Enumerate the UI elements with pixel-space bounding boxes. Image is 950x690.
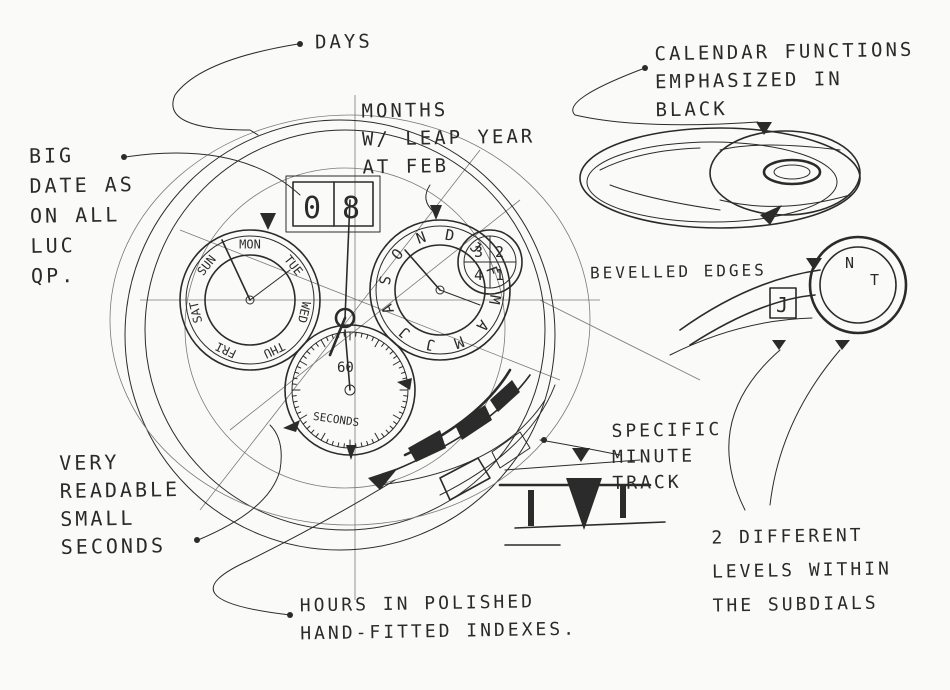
leap-digit-1: 3 bbox=[474, 243, 483, 261]
calendar-functions-annotation: CALENDAR FUNCTIONS EMPHASIZED IN BLACK bbox=[654, 38, 915, 122]
seconds-tick bbox=[310, 346, 315, 351]
seconds-tick bbox=[392, 414, 401, 420]
seconds-tick bbox=[398, 365, 404, 369]
seconds-tick bbox=[331, 440, 334, 446]
seconds-tick bbox=[403, 383, 409, 385]
seconds-subdial: 60 SECONDS bbox=[283, 324, 416, 460]
detail-letter-n: N bbox=[845, 254, 854, 272]
leap-digit-4: 1 bbox=[495, 266, 504, 284]
seconds-tick bbox=[393, 421, 398, 425]
seconds-tick bbox=[294, 406, 300, 409]
leader-lines bbox=[121, 41, 841, 618]
seconds-tick bbox=[306, 350, 311, 355]
month-letter-5: M bbox=[485, 294, 504, 306]
seconds-tick bbox=[389, 425, 394, 430]
minute-track-detail bbox=[498, 448, 666, 546]
seconds-tick bbox=[402, 400, 408, 403]
day-label-0: MON bbox=[239, 238, 261, 252]
leap-digit-2: 2 bbox=[495, 243, 504, 261]
seconds-tick bbox=[355, 331, 357, 337]
big-date-window: 0 8 bbox=[285, 175, 381, 233]
seconds-tick bbox=[331, 334, 334, 340]
seconds-tick bbox=[325, 336, 329, 342]
bevelled-edges-annotation: BEVELLED EDGES bbox=[589, 260, 768, 283]
date-digit-tens: 0 bbox=[303, 191, 321, 226]
seconds-tick bbox=[315, 433, 319, 438]
seconds-tick bbox=[400, 371, 406, 374]
month-letter-7: M bbox=[452, 332, 467, 352]
seconds-caption: SECONDS bbox=[312, 410, 360, 429]
seconds-tick bbox=[392, 360, 401, 366]
seconds-tick bbox=[403, 395, 409, 397]
hour-index-arc bbox=[368, 368, 556, 501]
bevelled-edge-detail: J N T bbox=[669, 235, 908, 356]
seconds-tick bbox=[296, 411, 302, 415]
leap-year-subdial: 3 2 4 1 bbox=[457, 229, 523, 295]
seconds-tick bbox=[291, 395, 297, 397]
seconds-tick bbox=[343, 443, 345, 449]
month-letter-2: D bbox=[444, 226, 456, 245]
seconds-tick bbox=[366, 440, 369, 446]
month-letter-11: S bbox=[376, 274, 395, 286]
seconds-tick bbox=[389, 350, 394, 355]
month-letter-10: A bbox=[378, 302, 398, 317]
seconds-tick bbox=[310, 429, 315, 434]
seconds-tick bbox=[381, 433, 385, 438]
days-annotation: DAYS bbox=[314, 30, 373, 54]
seconds-tick bbox=[292, 377, 298, 380]
seconds-tick bbox=[398, 411, 404, 415]
seconds-tick bbox=[320, 432, 326, 441]
seconds-tick bbox=[325, 438, 329, 444]
seconds-tick bbox=[366, 334, 369, 340]
seconds-tick bbox=[360, 442, 363, 448]
seconds-tick bbox=[320, 339, 326, 348]
month-letter-8: J bbox=[424, 335, 436, 354]
seconds-tick bbox=[302, 421, 307, 425]
month-letter-6: A bbox=[473, 316, 493, 334]
seconds-tick bbox=[302, 355, 307, 359]
seconds-tick bbox=[299, 414, 308, 420]
leap-digit-3: 4 bbox=[474, 266, 483, 284]
day-label-5: SAT bbox=[187, 300, 205, 324]
center-hands bbox=[260, 199, 442, 357]
detail-index-letter: J bbox=[776, 293, 788, 317]
day-label-6: SUN bbox=[194, 253, 218, 279]
seconds-tick bbox=[315, 342, 319, 347]
seconds-tick bbox=[355, 443, 357, 449]
seconds-tick bbox=[337, 442, 340, 448]
day-label-2: WED bbox=[295, 300, 313, 324]
seconds-tick bbox=[402, 377, 408, 380]
seconds-tick bbox=[374, 432, 380, 441]
detail-letter-t: T bbox=[870, 271, 879, 289]
seconds-tick bbox=[381, 342, 385, 347]
seconds-tick bbox=[343, 331, 345, 337]
big-date-annotation: BIG DATE AS ON ALL LUC QP. bbox=[28, 143, 135, 288]
seconds-tick bbox=[385, 346, 390, 351]
seconds-tick bbox=[385, 429, 390, 434]
seconds-tick bbox=[393, 355, 398, 359]
minute-track-annotation: SPECIFIC MINUTE TRACK bbox=[611, 419, 723, 494]
seconds-tick bbox=[299, 360, 308, 366]
two-levels-annotation: 2 DIFFERENT LEVELS WITHIN THE SUBDIALS bbox=[711, 524, 893, 617]
seconds-tick bbox=[291, 383, 297, 385]
readable-seconds-annotation: VERY READABLE SMALL SECONDS bbox=[59, 450, 181, 560]
calendar-relief-sketch bbox=[579, 122, 861, 229]
month-letter-1: N bbox=[414, 228, 429, 248]
seconds-tick bbox=[292, 400, 298, 403]
seconds-tick bbox=[360, 332, 363, 338]
date-digit-units: 8 bbox=[342, 191, 360, 226]
seconds-tick bbox=[400, 406, 406, 409]
seconds-tick bbox=[374, 339, 380, 348]
months-annotation: MONTHS W/ LEAP YEAR AT FEB bbox=[361, 99, 536, 179]
seconds-tick bbox=[306, 425, 311, 430]
month-letter-9: J bbox=[395, 323, 413, 343]
seconds-tick bbox=[371, 438, 375, 444]
hours-indexes-annotation: HOURS IN POLISHED HAND-FITTED INDEXES. bbox=[299, 591, 578, 645]
seconds-tick bbox=[296, 365, 302, 369]
seconds-tick bbox=[371, 336, 375, 342]
seconds-tick bbox=[294, 371, 300, 374]
seconds-sixty: 60 bbox=[337, 360, 354, 376]
